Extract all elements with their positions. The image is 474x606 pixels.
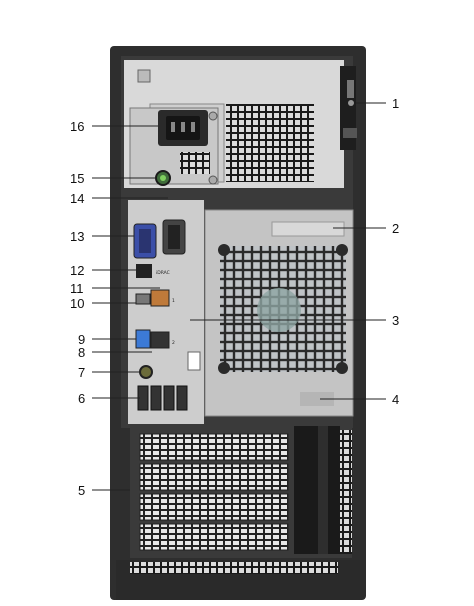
power-pin-icon xyxy=(191,122,195,132)
psu-wires xyxy=(180,152,210,174)
nic1-port[interactable] xyxy=(150,289,170,307)
screw-icon xyxy=(208,175,218,185)
callout-4: 4 xyxy=(392,392,399,407)
usb2-port[interactable] xyxy=(150,385,162,411)
callout-1: 1 xyxy=(392,96,399,111)
callout-15: 15 xyxy=(70,171,84,186)
fan-screw-icon xyxy=(336,362,348,374)
nic2-label: 2 xyxy=(172,340,175,346)
callout-5: 5 xyxy=(78,483,85,498)
callout-11: 11 xyxy=(70,281,84,296)
chassis-vent-bottom xyxy=(130,562,338,574)
psu-status-led-glow xyxy=(160,175,166,181)
nic2-port[interactable] xyxy=(150,331,170,349)
callout-7: 7 xyxy=(78,365,85,380)
usb3-port-bottom[interactable] xyxy=(135,329,151,349)
idrac-port[interactable] xyxy=(136,264,152,278)
idrac-label: iDRAC xyxy=(156,270,170,276)
vga-port-inner xyxy=(139,229,151,253)
power-pin-icon xyxy=(181,122,185,132)
callout-2: 2 xyxy=(392,221,399,236)
fan-hub xyxy=(257,288,301,332)
side-vent xyxy=(340,430,352,554)
screw-icon xyxy=(208,111,218,121)
pcie-slot-4[interactable] xyxy=(139,523,289,551)
lock-icon[interactable] xyxy=(348,100,354,106)
callout-6: 6 xyxy=(78,391,85,406)
usb3-port-top[interactable] xyxy=(135,293,151,305)
psu-vent xyxy=(226,104,314,182)
service-tag-label xyxy=(300,392,334,406)
callout-8: 8 xyxy=(78,345,85,360)
nic1-label: 1 xyxy=(172,298,175,304)
callout-3: 3 xyxy=(392,313,399,328)
usb2-port[interactable] xyxy=(176,385,188,411)
slot-retainer-edge xyxy=(318,426,328,554)
warning-icon xyxy=(137,69,151,83)
pcie-slot-3[interactable] xyxy=(139,493,289,521)
callout-16: 16 xyxy=(70,119,84,134)
pcie-slot-2[interactable] xyxy=(139,463,289,491)
callout-13: 13 xyxy=(70,229,84,244)
chassis-label xyxy=(271,221,345,237)
power-pin-icon xyxy=(171,122,175,132)
qr-label xyxy=(187,351,201,371)
lock-slot xyxy=(347,80,354,98)
slot-retainer[interactable] xyxy=(294,426,340,554)
serial-port-inner xyxy=(168,225,180,249)
callout-9: 9 xyxy=(78,332,85,347)
system-id-button[interactable] xyxy=(139,365,153,379)
fan-screw-icon xyxy=(218,362,230,374)
latch-tab xyxy=(343,128,357,138)
fan-screw-icon xyxy=(218,244,230,256)
callout-12: 12 xyxy=(70,263,84,278)
usb2-port[interactable] xyxy=(163,385,175,411)
fan-screw-icon xyxy=(336,244,348,256)
callout-10: 10 xyxy=(70,296,84,311)
pcie-slot-1[interactable] xyxy=(139,433,289,461)
callout-14: 14 xyxy=(70,191,84,206)
